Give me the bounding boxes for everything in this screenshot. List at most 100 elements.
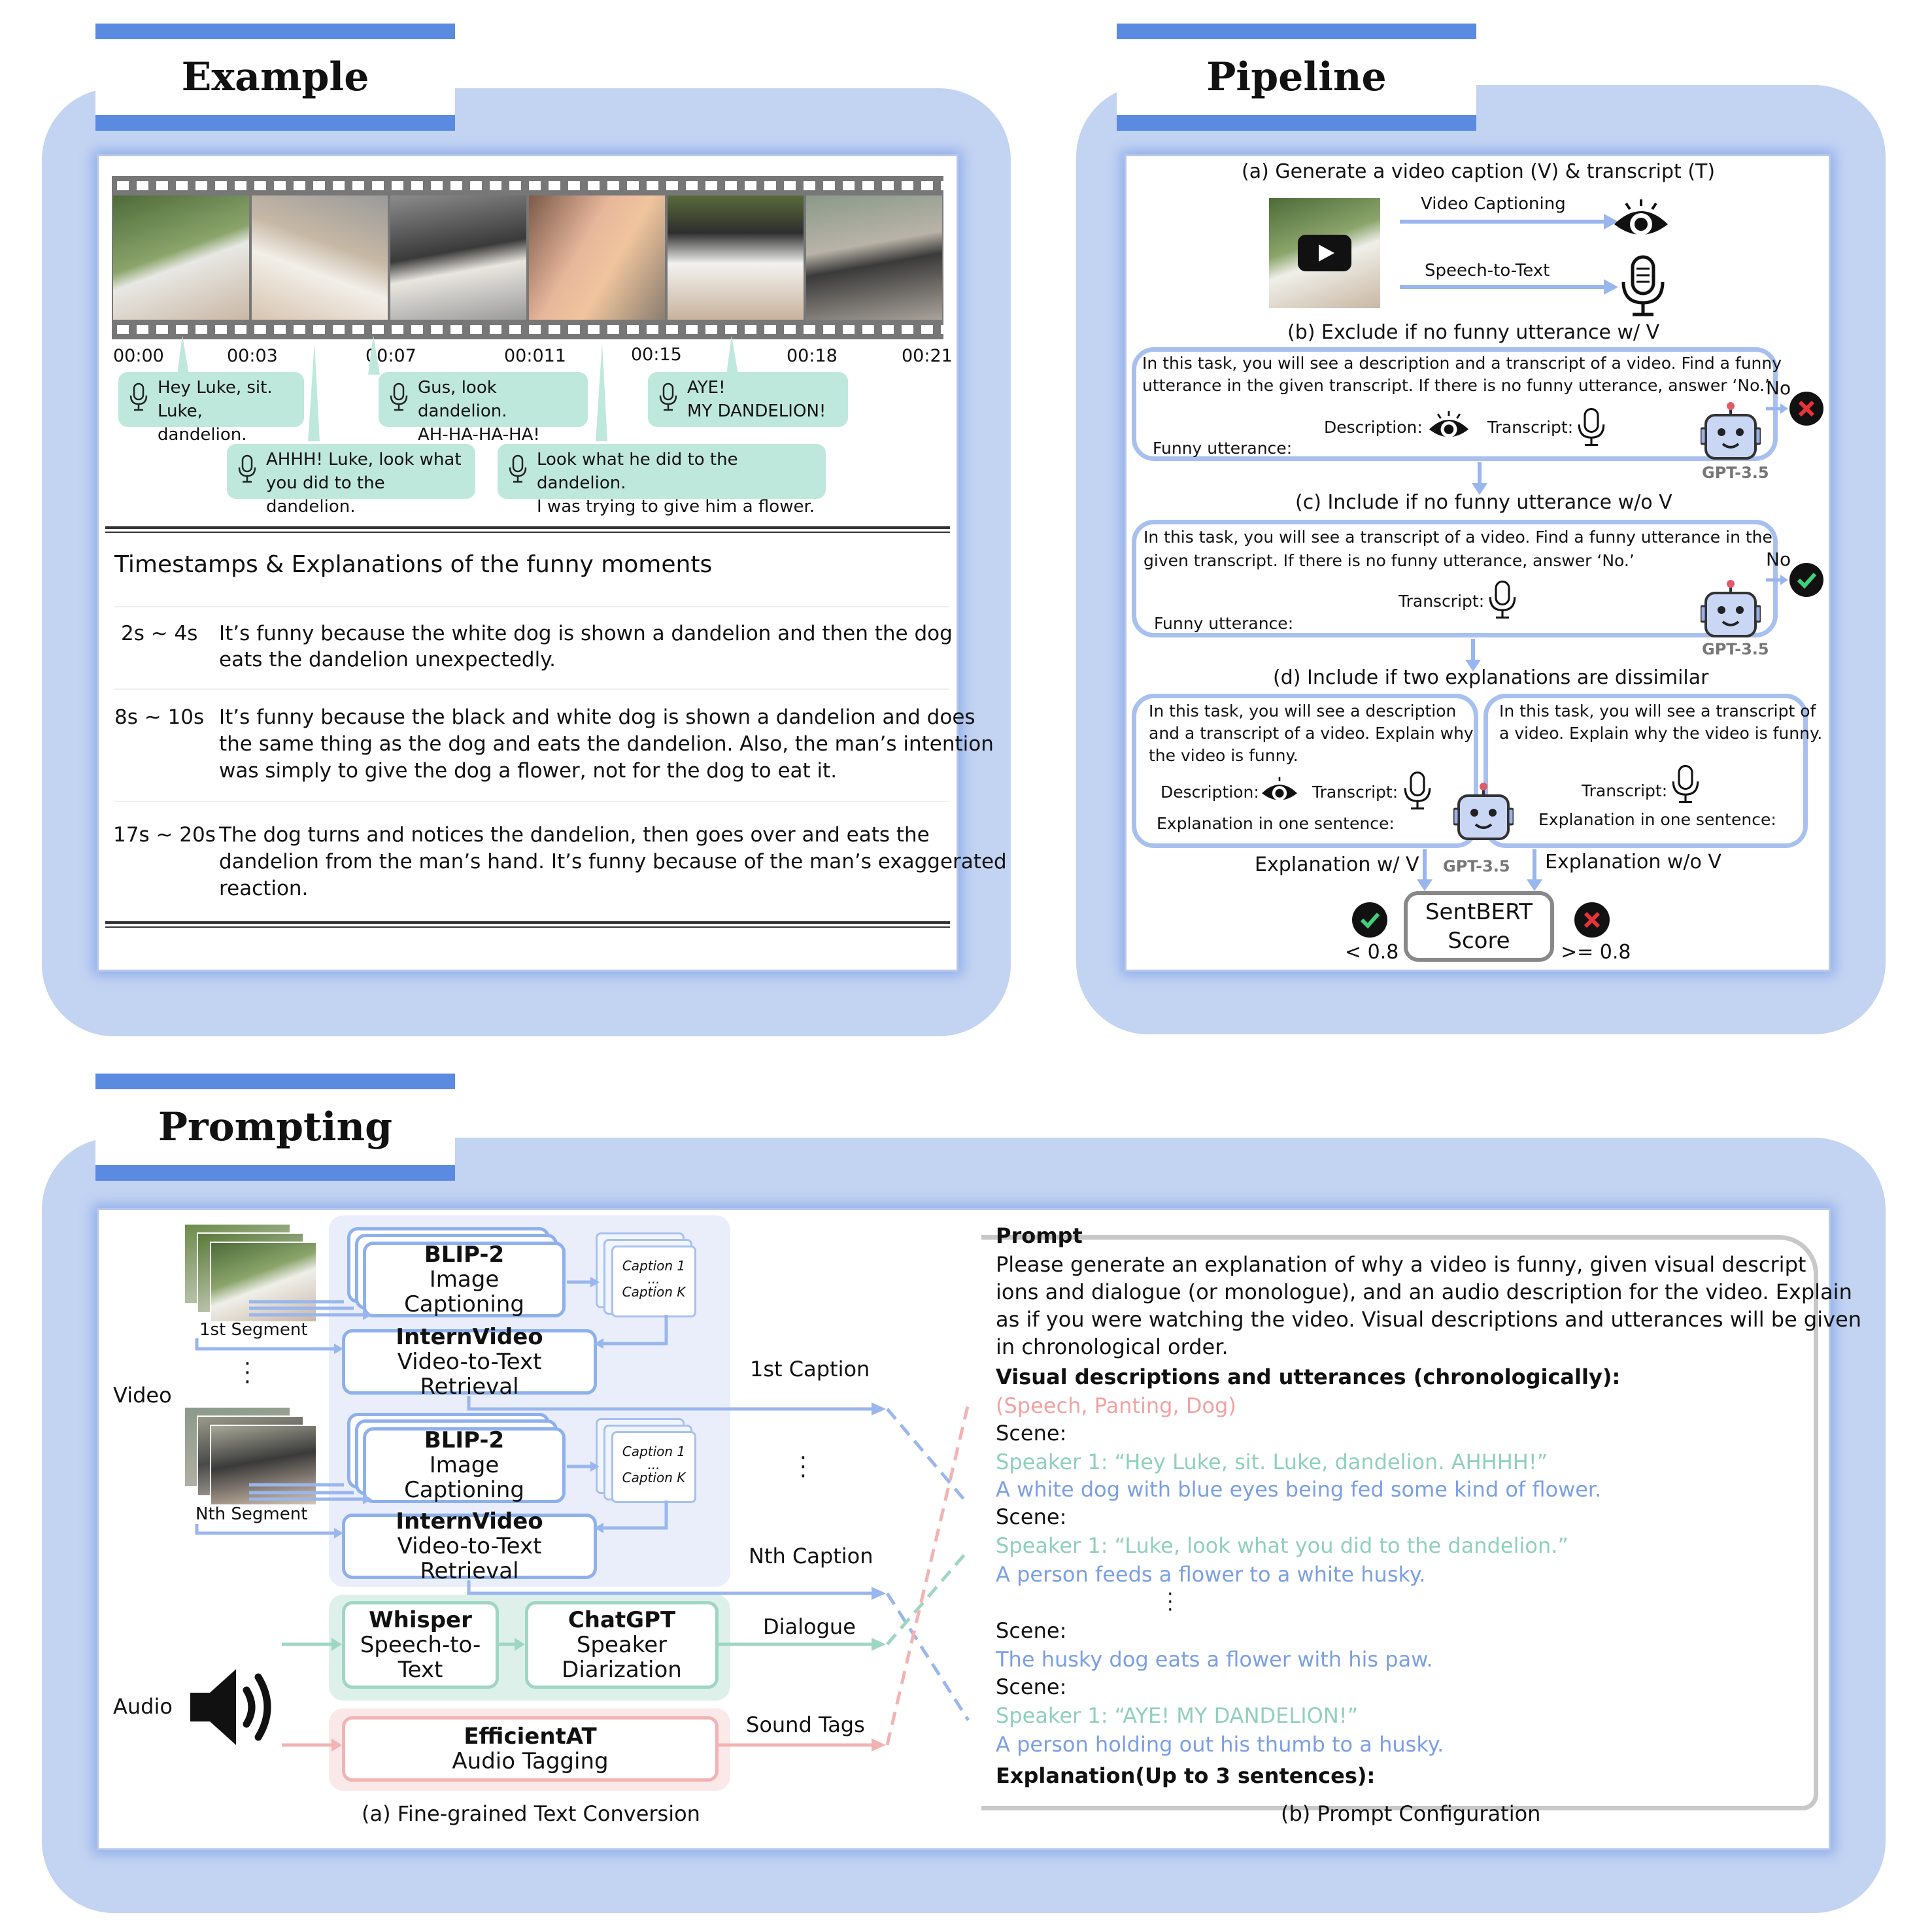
prompting-title: Prompting xyxy=(158,1104,393,1150)
prompt-line-1: Please generate an explanation of why a … xyxy=(996,1252,1806,1277)
accept-icon xyxy=(1766,563,1823,597)
timestamp-1: 00:03 xyxy=(227,346,278,366)
timestamp-3: 00:011 xyxy=(504,346,566,366)
timestamp-0: 00:00 xyxy=(113,346,164,366)
whisper-title: Whisper xyxy=(369,1607,472,1633)
scene-label: Scene: xyxy=(996,1421,1067,1446)
eye-icon xyxy=(1429,411,1469,438)
row-text-2c: was simply to give the dog a flower, not… xyxy=(219,759,838,783)
video-frame-6 xyxy=(806,195,942,320)
robot-icon xyxy=(1701,402,1761,460)
box-d-left-explanation: Explanation in one sentence: xyxy=(1157,814,1395,833)
gpt-label-d: GPT-3.5 xyxy=(1443,857,1510,875)
caption-b: (b) Prompt Configuration xyxy=(1281,1801,1541,1826)
box-b-line-1: In this task, you will see a description… xyxy=(1142,354,1782,373)
chatgpt-subtitle-2: Diarization xyxy=(562,1657,682,1683)
box-d-left-description: Description: xyxy=(1161,783,1259,802)
nth-caption-label: Nth Caption xyxy=(749,1544,873,1568)
prompt-box-d-left xyxy=(1132,694,1478,848)
vertical-ellipsis: ··· xyxy=(800,1445,807,1489)
caption-1-label: Caption 1 xyxy=(622,1444,686,1459)
internvideo-box-n: InternVideo Video-to-Text Retrieval xyxy=(342,1509,597,1584)
sentbert-title: SentBERT xyxy=(1425,899,1533,925)
box-c-transcript: Transcript: xyxy=(1398,592,1485,611)
gpt-label-b: GPT-3.5 xyxy=(1702,464,1769,482)
row-text-3a: The dog turns and notices the dandelion,… xyxy=(219,823,930,847)
threshold-ge: >= 0.8 xyxy=(1561,941,1631,964)
chatgpt-subtitle-1: Speaker xyxy=(576,1632,668,1658)
caption-stack-n: Caption 1 ... Caption K xyxy=(596,1418,700,1503)
scene-2-description: A person feeds a flower to a white husky… xyxy=(996,1562,1426,1587)
row-time-2: 8s ~ 10s xyxy=(114,705,205,729)
bubble-line-1: Look what he did to the dandelion. xyxy=(537,450,738,493)
internvideo-subtitle: Video-to-Text Retrieval xyxy=(397,1349,542,1400)
video-label: Video xyxy=(113,1383,172,1408)
box-b-funny-utterance: Funny utterance: xyxy=(1153,439,1293,458)
no-label-c: No xyxy=(1766,549,1791,570)
play-icon xyxy=(1298,235,1351,271)
film-strip xyxy=(112,176,943,339)
nth-caption-text: Nth Caption xyxy=(749,1544,873,1568)
blip2-title: BLIP-2 xyxy=(424,1242,505,1268)
internvideo-box-1: InternVideo Video-to-Text Retrieval xyxy=(342,1325,597,1399)
box-c-line-2: given transcript. If there is no funny u… xyxy=(1144,551,1635,570)
timestamp-6: 00:21 xyxy=(902,346,953,366)
microphone-icon xyxy=(390,382,408,411)
step-c-title: (c) Include if no funny utterance w/o V xyxy=(1295,491,1672,514)
prompting-connectors xyxy=(195,1277,970,1752)
blip2-box-n: BLIP-2 Image Captioning xyxy=(363,1427,566,1503)
video-frame-3 xyxy=(390,195,526,320)
first-caption-label: 1st Caption xyxy=(750,1357,870,1381)
whisper-box: Whisper Speech-to- Text xyxy=(342,1601,499,1689)
prompt-line-4: in chronological order. xyxy=(996,1334,1229,1359)
step-b-title: (b) Exclude if no funny utterance w/ V xyxy=(1287,321,1660,344)
speech-bubble-4: AHHH! Luke, look what you did to the dan… xyxy=(227,444,475,517)
reject-icon xyxy=(1574,902,1610,938)
film-perforations-bottom xyxy=(112,325,943,334)
blip2-title: BLIP-2 xyxy=(424,1427,505,1453)
explanation-heading: Explanation(Up to 3 sentences): xyxy=(996,1763,1376,1788)
chatgpt-box: ChatGPT Speaker Diarization xyxy=(525,1601,719,1689)
box-d-right-transcript: Transcript: xyxy=(1582,781,1668,800)
bubble-line-2: I was trying to give him a flower. xyxy=(537,497,815,517)
caption-ellipsis: ... xyxy=(647,1271,660,1287)
segment-n-label: Nth Segment xyxy=(195,1504,308,1524)
whisper-subtitle-2: Text xyxy=(398,1657,443,1683)
bubble-line-1: Gus, look dandelion. xyxy=(418,378,507,421)
row-text-3c: reaction. xyxy=(219,877,309,900)
microphone-icon xyxy=(1621,255,1665,316)
prompt-box-b xyxy=(1132,347,1778,461)
segment-1-frames xyxy=(184,1223,317,1323)
scene-1-speaker: Speaker 1: “Hey Luke, sit. Luke, dandeli… xyxy=(996,1449,1548,1474)
bubble-tails xyxy=(177,335,738,441)
prompt-box-c xyxy=(1132,520,1778,637)
gpt-label-c: GPT-3.5 xyxy=(1702,640,1769,658)
eye-icon xyxy=(1614,199,1668,235)
caption-ellipsis: ... xyxy=(647,1457,660,1472)
sound-tags-label: Sound Tags xyxy=(746,1712,865,1737)
pipeline-title: Pipeline xyxy=(1206,54,1387,100)
bubble-line-2: you did to the dandelion. xyxy=(266,473,385,517)
speech-bubble-3: AYE! MY DANDELION! xyxy=(648,372,848,427)
arrows-d-to-score xyxy=(1417,849,1542,891)
internvideo-subtitle: Video-to-Text Retrieval xyxy=(397,1533,542,1584)
box-c-line-1: In this task, you will see a transcript … xyxy=(1144,528,1772,547)
blip2-subtitle: Image Captioning xyxy=(404,1452,524,1503)
box-c-funny-utterance: Funny utterance: xyxy=(1154,614,1294,633)
box-b-description: Description: xyxy=(1324,418,1423,437)
scene-4-speaker: Speaker 1: “AYE! MY DANDELION!” xyxy=(996,1703,1359,1728)
caption-1-label: Caption 1 xyxy=(622,1258,686,1274)
box-d-left-line-1: In this task, you will see a description xyxy=(1149,702,1457,720)
microphone-icon xyxy=(238,454,256,483)
vertical-ellipsis: ··· xyxy=(244,1351,251,1395)
box-d-right-line-1: In this task, you will see a transcript … xyxy=(1499,702,1816,720)
table-top-rule xyxy=(105,526,950,529)
video-frame-2 xyxy=(252,195,388,320)
scene-3-description: The husky dog eats a flower with his paw… xyxy=(996,1647,1433,1672)
caption-stack-1: Caption 1 ... Caption K xyxy=(596,1232,700,1317)
film-perforations-top xyxy=(112,181,943,190)
scene-2-speaker: Speaker 1: “Luke, look what you did to t… xyxy=(996,1533,1568,1558)
box-d-left-line-2: and a transcript of a video. Explain why xyxy=(1149,724,1474,743)
box-b-transcript: Transcript: xyxy=(1487,418,1574,437)
divider xyxy=(114,688,949,690)
